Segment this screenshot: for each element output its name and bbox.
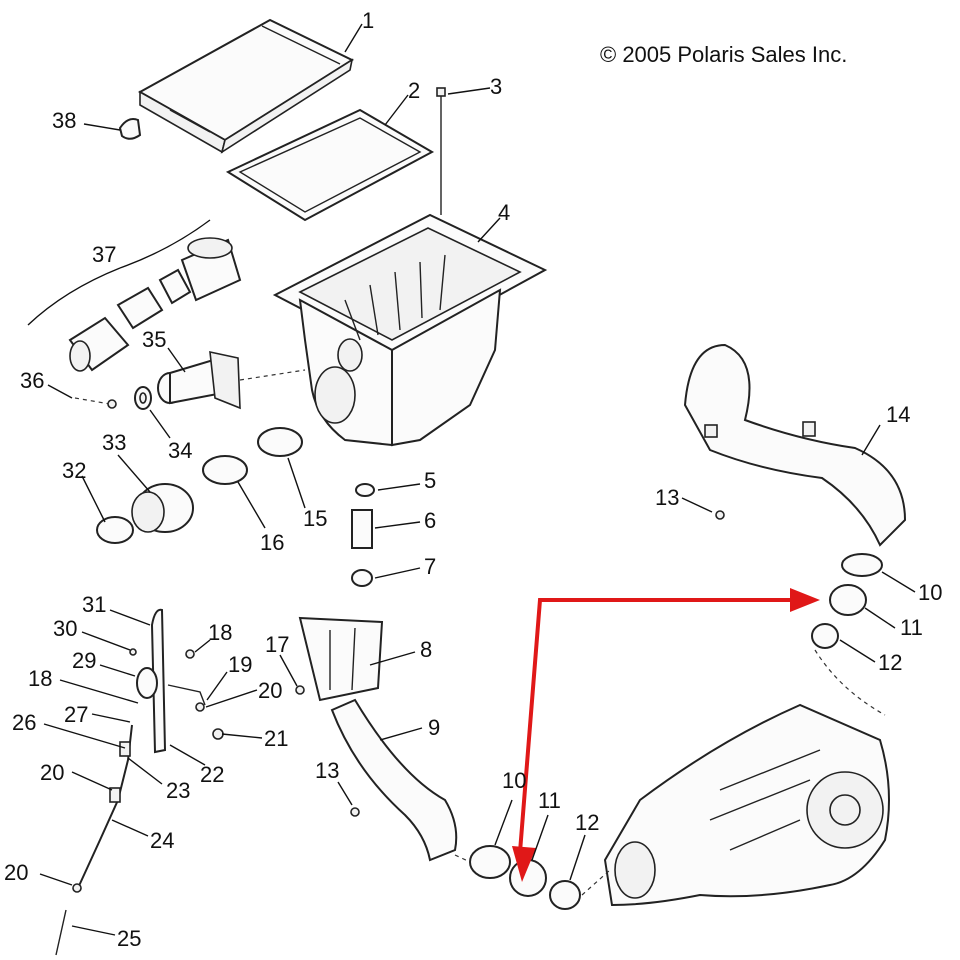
callout-6: 6 bbox=[424, 508, 436, 533]
part-6-drain-tube bbox=[351, 509, 373, 549]
callout-7: 7 bbox=[424, 554, 436, 579]
callout-20-right: 20 bbox=[258, 678, 282, 703]
callout-18-right: 18 bbox=[208, 620, 232, 645]
callout-23: 23 bbox=[166, 778, 190, 803]
callout-8: 8 bbox=[420, 637, 432, 662]
copyright-text: © 2005 Polaris Sales Inc. bbox=[600, 42, 847, 67]
callout-20-bottom: 20 bbox=[4, 860, 28, 885]
part-32-clamp bbox=[96, 516, 134, 544]
part-12-clamp-lower bbox=[549, 880, 581, 910]
part-7-drain-cap bbox=[351, 569, 373, 587]
callout-5: 5 bbox=[424, 468, 436, 493]
part-12-clamp-upper bbox=[811, 623, 839, 649]
part-11-sleeve-upper bbox=[829, 584, 867, 616]
callout-9: 9 bbox=[428, 715, 440, 740]
part-35-outlet-tube bbox=[157, 350, 241, 410]
callout-37: 37 bbox=[92, 242, 116, 267]
part-33-coupler bbox=[131, 483, 194, 533]
callout-31: 31 bbox=[82, 592, 106, 617]
part-5-grommet bbox=[355, 483, 375, 497]
callout-33: 33 bbox=[102, 430, 126, 455]
callout-36: 36 bbox=[20, 368, 44, 393]
callout-10-lower: 10 bbox=[502, 768, 526, 793]
part-34-washer bbox=[134, 386, 152, 410]
callout-35: 35 bbox=[142, 327, 166, 352]
callout-30: 30 bbox=[53, 616, 77, 641]
callout-16: 16 bbox=[260, 530, 284, 555]
callout-34: 34 bbox=[168, 438, 192, 463]
callout-2: 2 bbox=[408, 78, 420, 103]
callout-10-upper: 10 bbox=[918, 580, 942, 605]
callout-12-upper: 12 bbox=[878, 650, 902, 675]
part-16-clamp bbox=[202, 455, 248, 485]
callout-13-lower: 13 bbox=[315, 758, 339, 783]
callout-25: 25 bbox=[117, 926, 141, 951]
part-14-duct bbox=[683, 343, 907, 547]
breather-hose-assembly bbox=[55, 608, 224, 956]
callout-21: 21 bbox=[264, 726, 288, 751]
callout-14: 14 bbox=[886, 402, 910, 427]
highlight-arrow bbox=[512, 588, 820, 882]
callout-3: 3 bbox=[490, 74, 502, 99]
part-38-clip bbox=[118, 118, 142, 140]
callout-19: 19 bbox=[228, 652, 252, 677]
part-13-screw-lower bbox=[350, 807, 360, 817]
part-10-clamp-lower bbox=[469, 845, 511, 879]
part-17-screw bbox=[295, 685, 305, 695]
part-1-airbox-lid bbox=[137, 18, 355, 154]
callout-32: 32 bbox=[62, 458, 86, 483]
part-8-bracket bbox=[298, 616, 384, 702]
callout-13-upper: 13 bbox=[655, 485, 679, 510]
part-15-sleeve bbox=[257, 427, 303, 457]
callout-24: 24 bbox=[150, 828, 174, 853]
callout-4: 4 bbox=[498, 200, 510, 225]
callout-11-lower: 11 bbox=[538, 788, 561, 813]
callout-22: 22 bbox=[200, 762, 224, 787]
callout-18-left: 18 bbox=[28, 666, 52, 691]
callout-15: 15 bbox=[303, 506, 327, 531]
part-3-screw bbox=[436, 87, 446, 215]
callout-labels: 1 2 3 4 5 6 7 8 9 10 10 11 11 12 12 13 1… bbox=[4, 8, 942, 951]
part-9-duct bbox=[330, 698, 458, 862]
part-4-airbox bbox=[272, 213, 548, 447]
callout-17: 17 bbox=[265, 632, 289, 657]
callout-27: 27 bbox=[64, 702, 88, 727]
callout-26: 26 bbox=[12, 710, 36, 735]
part-10-clamp-upper bbox=[841, 553, 883, 577]
engine-clutch-cover bbox=[603, 703, 890, 907]
part-13-screw-upper bbox=[715, 510, 725, 520]
part-36-screw bbox=[74, 397, 117, 409]
callout-11-upper: 11 bbox=[900, 615, 923, 640]
callout-29: 29 bbox=[72, 648, 96, 673]
callout-1: 1 bbox=[362, 8, 374, 33]
part-37-intake-ducts bbox=[68, 237, 242, 372]
leader-lines bbox=[27, 23, 916, 936]
part-2-gasket bbox=[225, 108, 435, 222]
callout-20-mid: 20 bbox=[40, 760, 64, 785]
callout-12-lower: 12 bbox=[575, 810, 599, 835]
callout-38: 38 bbox=[52, 108, 76, 133]
